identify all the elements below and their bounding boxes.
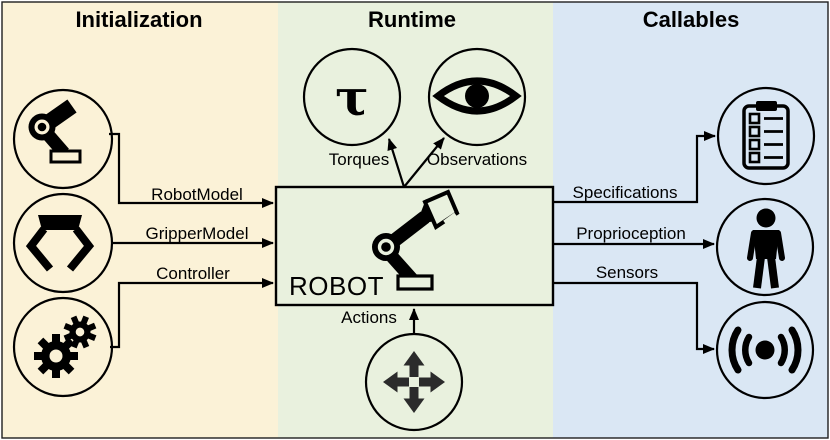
callables-section-bg xyxy=(553,2,828,438)
edge-label-controller: Controller xyxy=(156,264,230,283)
tau-symbol: τ xyxy=(335,67,369,127)
edge-label-observations: Observations xyxy=(426,150,528,169)
proprioception-node-circle xyxy=(715,197,815,297)
checklist-clipboard-icon xyxy=(742,101,790,170)
eye-icon xyxy=(432,77,522,115)
sensors-node-circle xyxy=(715,300,815,400)
edge-observations xyxy=(403,137,445,188)
section-title-callables: Callables xyxy=(642,7,740,32)
edge-label-gripper-model: GripperModel xyxy=(145,224,249,243)
edge-label-sensors: Sensors xyxy=(595,263,659,282)
dpad-arrows-icon xyxy=(383,351,445,413)
edge-label-actions: Actions xyxy=(341,308,397,327)
edge-torques xyxy=(387,138,406,188)
robot-arm-icon xyxy=(28,99,82,164)
edge-label-robot-model: RobotModel xyxy=(151,185,243,204)
torques-node-circle xyxy=(302,47,402,147)
robot-box-label: ROBOT xyxy=(289,271,384,301)
edge-controller xyxy=(110,278,274,349)
broadcast-icon xyxy=(728,326,802,374)
gripper-icon xyxy=(25,215,95,272)
edge-label-specifications: Specifications xyxy=(572,183,678,202)
observations-node-circle xyxy=(427,47,527,147)
edge-sensors xyxy=(553,281,715,354)
edge-label-proprioception: Proprioception xyxy=(576,224,686,243)
section-title-runtime: Runtime xyxy=(368,7,456,32)
robot-model-node-circle xyxy=(12,88,114,190)
robot-arm-gripper-icon xyxy=(372,189,460,291)
edge-robot-model xyxy=(109,132,274,208)
edge-specifications xyxy=(553,131,716,204)
person-icon xyxy=(747,208,785,289)
gears-icon xyxy=(34,315,97,378)
specifications-node-circle xyxy=(716,86,816,186)
section-title-initialization: Initialization xyxy=(75,7,203,32)
edge-label-torques: Torques xyxy=(328,150,390,169)
